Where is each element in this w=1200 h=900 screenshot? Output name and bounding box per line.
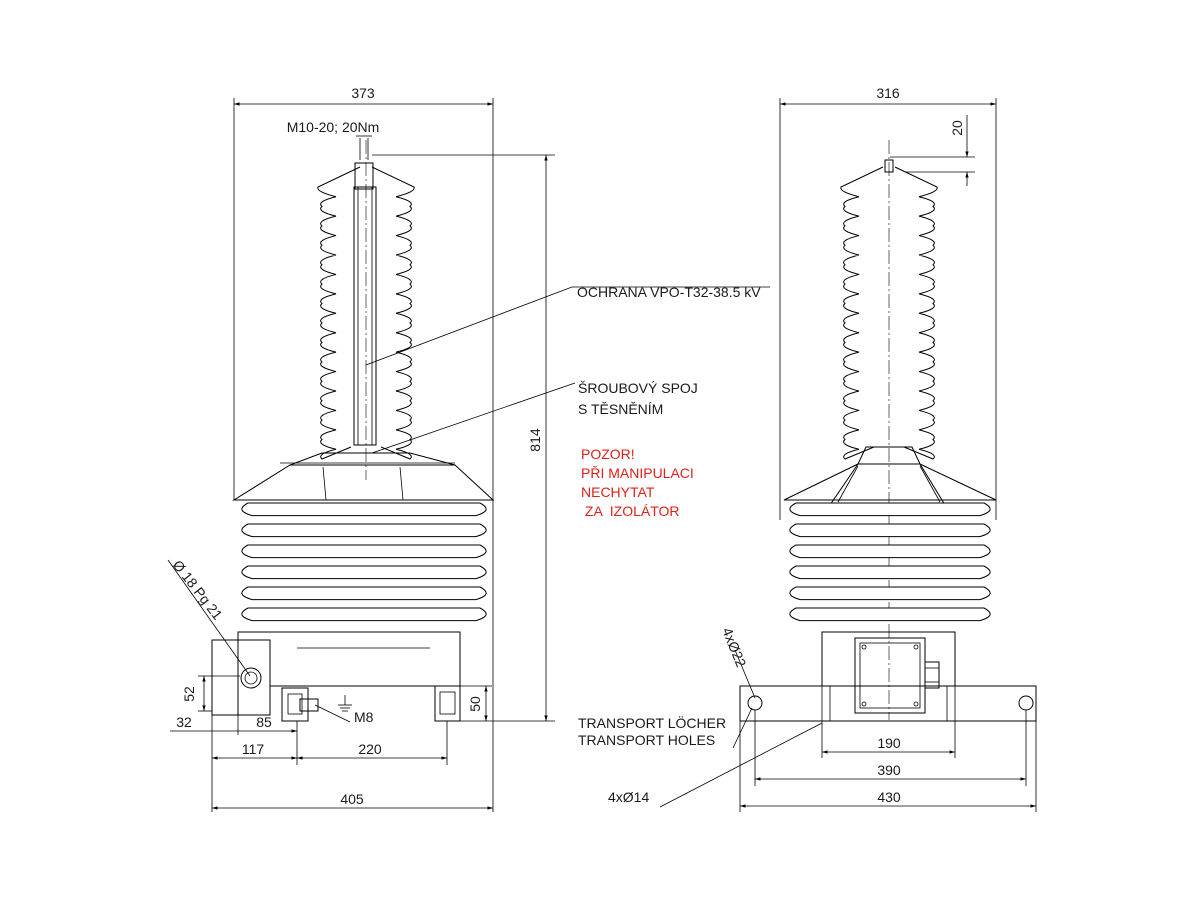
insulator-sheds xyxy=(317,166,415,460)
cable-gland-label: Ø 18 Pg 21 xyxy=(170,557,226,623)
dim-430: 430 xyxy=(877,789,901,805)
transport-label-1: TRANSPORT LÖCHER xyxy=(578,714,726,731)
tank-rib xyxy=(241,607,487,622)
transport-hole-right xyxy=(1018,695,1034,711)
dim-190: 190 xyxy=(877,735,901,751)
dim-screw: M10-20; 20Nm xyxy=(287,119,380,135)
right-view: 316 20 4xØ22 xyxy=(578,85,1037,812)
warning-line-2: PŘI MANIPULACI xyxy=(581,465,694,481)
protection-label: OCHRANA VPO-T32-38.5 kV xyxy=(577,284,761,300)
earth-bolt-label: M8 xyxy=(354,709,374,725)
warning-line-3: NECHYTAT xyxy=(581,484,655,500)
warning-line-1: POZOR! xyxy=(581,446,635,462)
transport-label-2: TRANSPORT HOLES xyxy=(578,732,715,748)
right-foot xyxy=(434,685,461,722)
tank-rib xyxy=(789,523,991,538)
base-tank xyxy=(237,631,461,716)
warning-line-4: ZA IZOLÁTOR xyxy=(581,503,680,519)
screw-joint-label-1: ŠROUBOVÝ SPOJ xyxy=(578,380,698,396)
tank-ribs xyxy=(241,502,487,622)
dim-20: 20 xyxy=(949,120,965,136)
holes-top-label: 4xØ22 xyxy=(719,625,749,669)
insulator-sheds-right xyxy=(840,166,938,460)
tank-ribs-right xyxy=(789,502,991,622)
cable-gland xyxy=(240,667,262,689)
base-beam xyxy=(739,685,1037,722)
screw-joint-label-2: S TĚSNĚNÍM xyxy=(578,401,663,417)
tank-rib xyxy=(789,544,991,559)
tank-rib xyxy=(789,586,991,601)
tank-rib xyxy=(789,502,991,517)
dim-52: 52 xyxy=(181,686,197,702)
dim-85: 85 xyxy=(256,714,272,730)
dim-50: 50 xyxy=(467,696,483,712)
dim-117: 117 xyxy=(242,741,265,757)
terminal-box xyxy=(211,639,271,716)
left-view: 373 M10-20; 20Nm 814 xyxy=(167,85,555,812)
gland-right xyxy=(924,661,940,689)
holes-bottom-label: 4xØ14 xyxy=(608,789,649,805)
top-terminal xyxy=(354,162,374,190)
dim-373: 373 xyxy=(351,85,375,101)
left-foot xyxy=(281,687,309,722)
tank-rib xyxy=(241,544,487,559)
dim-405: 405 xyxy=(340,791,364,807)
tank-rib xyxy=(241,502,487,517)
dim-316: 316 xyxy=(876,85,900,101)
dim-814: 814 xyxy=(527,428,543,452)
dim-390: 390 xyxy=(877,762,901,778)
dim-220: 220 xyxy=(358,741,382,757)
transport-hole-left xyxy=(747,695,763,711)
tank-cover xyxy=(232,464,495,501)
junction-box xyxy=(854,637,926,714)
earth-bolt xyxy=(299,698,319,712)
callouts: OCHRANA VPO-T32-38.5 kV ŠROUBOVÝ SPOJ S … xyxy=(365,284,770,519)
tank-rib xyxy=(241,586,487,601)
tank-rib xyxy=(789,565,991,580)
tank-rib xyxy=(789,607,991,622)
tank-rib xyxy=(241,565,487,580)
dim-32: 32 xyxy=(176,714,192,730)
tank-rib xyxy=(241,523,487,538)
